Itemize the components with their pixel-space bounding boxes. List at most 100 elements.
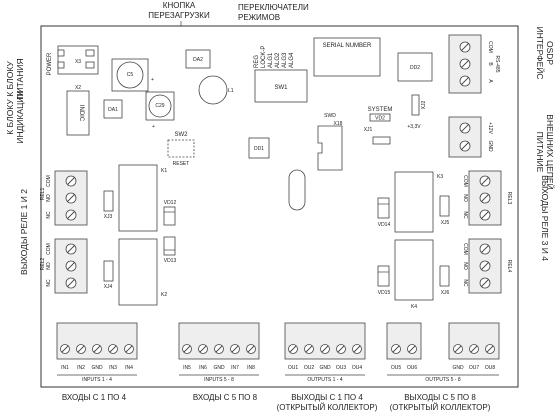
output-pin-gnd-1: GND [319,365,331,371]
rel2-pin-no: NO [46,262,52,270]
relay-3-4-label: ВЫХОДЫ РЕЛЕ 3 И 4 [540,175,550,261]
led-vd15 [377,265,390,287]
system-label: SYSTEM [368,107,393,113]
relay-k3 [394,171,434,233]
relay-2-terminal [54,238,88,294]
input-pin-in7: IN7 [231,365,239,371]
da2-label: DA2 [193,57,203,63]
system-led-vd2 [369,113,391,122]
mode-switches-sw1[interactable] [254,69,308,103]
led-vd13 [163,236,176,256]
rel2-pin-nc: NC [46,279,52,287]
inputs-5-8-caption: INPUTS 5 - 8 [204,377,234,383]
xj4-label: XJ4 [104,284,113,290]
rel2-pin-com: COM [46,243,52,255]
rel1-pin-nc: NC [46,211,52,219]
rel4-pin-no: NO [462,262,468,270]
rel3-pin-nc: NC [462,211,468,219]
jumper-xj6 [439,265,450,287]
v33-label: +3,3V [407,124,421,130]
outputs-5-6-terminal [386,322,422,360]
rel1-pin-com: COM [46,175,52,187]
power-silk-label: POWER [47,52,53,75]
xj3-label: XJ3 [104,214,113,220]
rel3-label: REL3 [506,192,512,205]
mode-switches-title-line1: ПЕРЕКЛЮЧАТЕЛИ [238,3,309,12]
da1-label: DA1 [108,107,118,113]
rel4-pin-com: COM [462,243,468,255]
chip-dd2 [397,52,433,82]
jumper-xj5 [439,195,450,217]
outputs-1-4-terminal [284,322,366,360]
output-pin-ou6: OU6 [407,365,418,371]
x2-label: X2 [75,85,81,91]
external-power-label-line1: ПИТАНИЕ [535,132,545,173]
rs485-pin-b: B [487,62,493,66]
outputs-1-4-label-line1: ВЫХОДЫ С 1 ПО 4 [291,393,363,402]
power-connector-x3 [57,45,99,75]
input-pin-in3: IN3 [109,365,117,371]
outputs-7-8-terminal [448,322,500,360]
inputs-1-4-label: ВХОДЫ С 1 ПО 4 [62,393,127,402]
chip-da1 [103,99,123,119]
outputs-5-8-label-line1: ВЫХОДЫ С 5 ПО 8 [404,393,476,402]
relay-k1 [118,164,158,232]
reset-button-title-line1: КНОПКА [163,1,196,10]
svg-text:+: + [152,124,155,130]
xj2-label: XJ2 [421,100,427,109]
inputs-5-8-label: ВХОДЫ С 5 ПО 8 [193,393,258,402]
jumper-xj2 [411,94,420,116]
jumper-xj4 [103,260,114,282]
rel3-pin-com: COM [462,175,468,187]
relay-1-2-label: ВЫХОДЫ РЕЛЕ 1 И 2 [19,189,29,275]
capacitor-c5: + [111,58,154,92]
rel3-pin-no: NO [462,194,468,202]
power-unit-label-line2: ПИТАНИЯ [15,58,25,99]
rel4-pin-nc: NC [462,279,468,287]
external-power-terminal [448,116,482,158]
c5-label: C5 [127,72,134,78]
quartz-crystal [288,169,306,211]
dd1-label: DD1 [254,146,264,152]
sw2-label: SW2 [174,132,188,138]
inputs-5-8-terminal [178,322,260,360]
vd2-label: VD2 [375,116,385,122]
power-unit-label-line1: К БЛОКУ [5,61,15,97]
k3-label: K3 [437,174,443,180]
reset-label: RESET [173,161,190,167]
led-vd14 [377,197,390,219]
c29-label: C29 [155,103,164,109]
output-pin-ou7: OU7 [469,365,480,371]
output-pin-ou4: OU4 [352,365,363,371]
inputs-1-4-terminal [56,322,138,360]
capacitor-c29: + [145,91,175,130]
input-pin-in8: IN8 [247,365,255,371]
led-vd12 [163,206,176,226]
reset-button-title-line2: ПЕРЕЗАГРУЗКИ [148,11,210,20]
input-pin-gnd-1: GND [91,365,103,371]
input-pin-in5: IN5 [183,365,191,371]
switch-name-lock-p: LOCK-P [261,46,267,68]
outputs-5-8-caption: OUTPUTS 5 - 8 [425,377,461,383]
reset-button-sw2[interactable] [167,139,195,158]
relay-k4 [394,239,434,301]
vd14-label: VD14 [378,222,391,228]
output-pin-ou5: OU5 [391,365,402,371]
rel4-label: REL4 [506,260,512,273]
ext-power-pin-gnd: GND [487,140,493,152]
switch-name-alg1: ALG1 [268,52,274,68]
switch-name-reg: REG [254,55,260,68]
jumper-xj1 [372,136,391,145]
output-pin-ou2: OU2 [304,365,315,371]
vd15-label: VD15 [378,290,391,296]
k2-label: K2 [161,292,167,298]
input-pin-in2: IN2 [77,365,85,371]
vd13-label: VD13 [164,258,177,264]
output-pin-ou8: OU8 [485,365,496,371]
chip-dd1 [248,137,270,159]
rel2-label: REL2 [40,258,46,271]
input-pin-in4: IN4 [125,365,133,371]
rs485-pin-com: COM [487,41,493,53]
output-pin-ou1: OU1 [288,365,299,371]
